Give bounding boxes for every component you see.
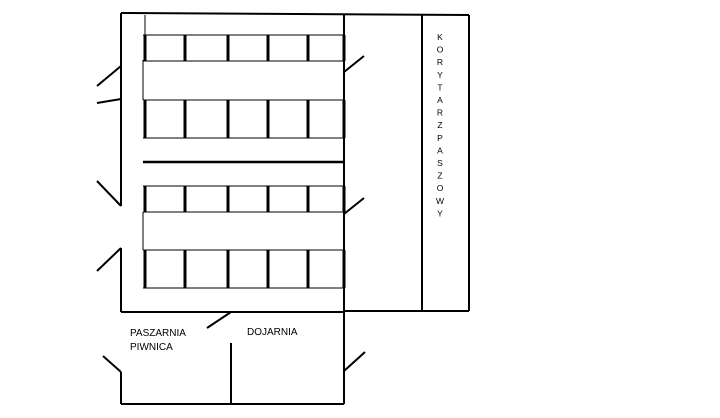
corridor-letter: Z — [437, 171, 442, 181]
door-right-3 — [343, 351, 366, 372]
corridor-letter: W — [436, 196, 444, 206]
inner-guides — [142, 15, 344, 289]
corridor-letter: A — [437, 95, 443, 105]
corridor-letter: O — [437, 183, 444, 193]
door-left-2 — [96, 98, 122, 104]
corridor-letter: R — [437, 108, 443, 118]
door-left-3 — [96, 180, 122, 207]
corridor-letter: S — [437, 158, 443, 168]
label-paszarnia: PASZARNIA — [130, 328, 186, 339]
door-left-1 — [96, 65, 122, 87]
door-swings — [96, 55, 366, 373]
stall-dividers — [143, 35, 346, 288]
outer-walls — [120, 12, 470, 405]
label-dojarnia: DOJARNIA — [247, 327, 298, 338]
wall-top — [120, 12, 470, 16]
corridor-letter: P — [437, 133, 443, 143]
corridor-letter: T — [437, 82, 442, 92]
corridor-letter: Y — [437, 208, 443, 218]
door-left-4 — [96, 247, 122, 272]
label-piwnica: PIWNICA — [130, 342, 173, 353]
door-right-2 — [343, 197, 365, 215]
door-internal — [206, 311, 232, 329]
corridor-letter: A — [437, 145, 443, 155]
door-right-1 — [343, 55, 365, 73]
corridor-letter: K — [437, 32, 443, 42]
corridor-letter: R — [437, 57, 443, 67]
door-left-5 — [102, 355, 122, 373]
corridor-letter: Y — [437, 70, 443, 80]
corridor-letter: O — [437, 45, 444, 55]
corridor-letter: Z — [437, 120, 442, 130]
